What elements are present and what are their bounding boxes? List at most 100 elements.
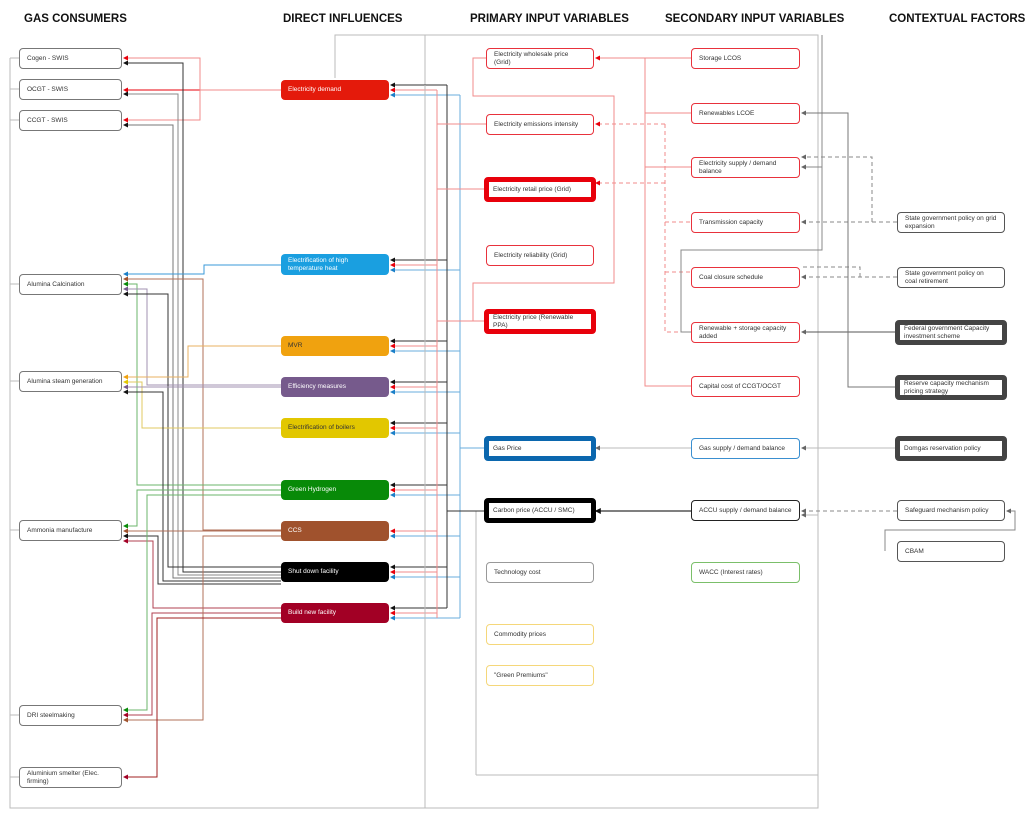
node-label: Renewable + storage capacity added — [699, 324, 787, 340]
connector-line — [123, 264, 281, 277]
primary-green-premiums[interactable]: "Green Premiums" — [486, 665, 594, 686]
consumer-aluminium-smelter[interactable]: Aluminium smelter (Elec. firming) — [19, 767, 122, 788]
node-label: Technology cost — [494, 568, 541, 576]
primary-reliability[interactable]: Electricity reliability (Grid) — [486, 245, 594, 266]
connector-line — [123, 533, 281, 585]
node-label: WACC (Interest rates) — [699, 568, 763, 576]
node-label: Gas Price — [493, 444, 522, 452]
consumer-ammonia[interactable]: Ammonia manufacture — [19, 520, 122, 541]
primary-renewable-ppa-price[interactable]: Electricity price (Renewable PPA) — [484, 309, 596, 334]
connector-line — [123, 91, 281, 576]
node-label: Commodity prices — [494, 630, 547, 638]
node-label: Ammonia manufacture — [27, 526, 93, 534]
influence-electricity-demand[interactable]: Electricity demand — [281, 80, 389, 100]
consumer-ccgt-swis[interactable]: CCGT - SWIS — [19, 110, 122, 131]
connector-line — [472, 57, 615, 322]
node-label: Coal closure schedule — [699, 273, 763, 281]
secondary-transmission-capacity[interactable]: Transmission capacity — [691, 212, 800, 233]
node-label: Green Hydrogen — [288, 486, 337, 493]
influence-green-hydrogen[interactable]: Green Hydrogen — [281, 480, 389, 500]
node-label: Electricity price (Renewable PPA) — [493, 313, 574, 329]
primary-emissions-intensity[interactable]: Electricity emissions intensity — [486, 114, 594, 135]
node-label: Aluminium smelter (Elec. firming) — [27, 769, 99, 785]
node-label: Electricity supply / demand balance — [699, 159, 777, 175]
consumer-alumina-steam[interactable]: Alumina steam generation — [19, 371, 122, 392]
connector-line — [123, 345, 281, 380]
connector-line — [123, 538, 281, 609]
connector-line — [664, 124, 691, 333]
primary-commodity-prices[interactable]: Commodity prices — [486, 624, 594, 645]
consumer-ocgt-swis[interactable]: OCGT - SWIS — [19, 79, 122, 100]
connector-line — [123, 612, 281, 718]
primary-technology-cost[interactable]: Technology cost — [486, 562, 594, 583]
connector-line — [802, 266, 861, 277]
connector-line — [123, 60, 281, 573]
primary-gas-price[interactable]: Gas Price — [484, 436, 596, 461]
consumer-alumina-calcination[interactable]: Alumina Calcination — [19, 274, 122, 295]
connector-line — [801, 448, 819, 518]
secondary-renewables-lcoe[interactable]: Renewables LCOE — [691, 103, 800, 124]
node-label: Capital cost of CCGT/OCGT — [699, 382, 781, 390]
header-primary-input-variables: PRIMARY INPUT VARIABLES — [470, 13, 629, 25]
node-label: Electricity wholesale price (Grid) — [494, 50, 569, 66]
connector-line — [123, 535, 281, 723]
node-label: CBAM — [905, 547, 924, 555]
influence-electrification-heat[interactable]: Electrification of high temperature heat — [281, 254, 389, 275]
context-coal-retirement-policy[interactable]: State government policy on coal retireme… — [897, 267, 1005, 288]
node-label: Federal government Capacity investment s… — [904, 324, 990, 340]
node-label: Transmission capacity — [699, 218, 764, 226]
primary-carbon-price[interactable]: Carbon price (ACCU / SMC) — [484, 498, 596, 523]
node-label: Alumina Calcination — [27, 280, 85, 288]
connector-line — [123, 122, 281, 579]
node-label: CCS — [288, 527, 302, 534]
header-secondary-input-variables: SECONDARY INPUT VARIABLES — [665, 13, 845, 25]
node-label: OCGT - SWIS — [27, 85, 69, 93]
node-label: CCGT - SWIS — [27, 116, 68, 124]
node-label: DRI steelmaking — [27, 711, 75, 719]
node-label: MVR — [288, 342, 303, 349]
node-label: Alumina steam generation — [27, 377, 103, 385]
node-label: Cogen - SWIS — [27, 54, 69, 62]
secondary-electricity-supply-balance[interactable]: Electricity supply / demand balance — [691, 157, 800, 178]
node-label: Safeguard mechanism policy — [905, 506, 989, 514]
influence-electrification-boilers[interactable]: Electrification of boilers — [281, 418, 389, 438]
secondary-capex-ccgt-ocgt[interactable]: Capital cost of CCGT/OCGT — [691, 376, 800, 397]
context-cbam[interactable]: CBAM — [897, 541, 1005, 562]
influence-ccs[interactable]: CCS — [281, 521, 389, 541]
context-reserve-capacity-mechanism[interactable]: Reserve capacity mechanism pricing strat… — [895, 375, 1007, 400]
influence-build-new-facility[interactable]: Build new facility — [281, 603, 389, 623]
connector-line — [123, 494, 281, 713]
context-grid-expansion-policy[interactable]: State government policy on grid expansio… — [897, 212, 1005, 233]
node-label: Electrification of boilers — [288, 424, 355, 431]
header-gas-consumers: GAS CONSUMERS — [24, 13, 127, 25]
context-capacity-investment-scheme[interactable]: Federal government Capacity investment s… — [895, 320, 1007, 345]
primary-retail-price[interactable]: Electricity retail price (Grid) — [484, 177, 596, 202]
node-label: ACCU supply / demand balance — [699, 506, 792, 514]
connector-line — [123, 617, 281, 780]
node-label: Reserve capacity mechanism pricing strat… — [904, 379, 989, 395]
primary-wholesale-price[interactable]: Electricity wholesale price (Grid) — [486, 48, 594, 69]
node-label: Domgas reservation policy — [904, 444, 981, 452]
secondary-coal-closure-schedule[interactable]: Coal closure schedule — [691, 267, 800, 288]
node-label: Gas supply / demand balance — [699, 444, 785, 452]
node-label: Renewables LCOE — [699, 109, 755, 117]
node-label: Shut down facility — [288, 568, 339, 575]
context-domgas-reservation[interactable]: Domgas reservation policy — [895, 436, 1007, 461]
consumer-cogen-swis[interactable]: Cogen - SWIS — [19, 48, 122, 69]
node-label: Build new facility — [288, 609, 337, 616]
secondary-wacc[interactable]: WACC (Interest rates) — [691, 562, 800, 583]
secondary-storage-lcos[interactable]: Storage LCOS — [691, 48, 800, 69]
connector-line — [123, 276, 281, 531]
consumer-dri-steelmaking[interactable]: DRI steelmaking — [19, 705, 122, 726]
node-label: Storage LCOS — [699, 54, 742, 62]
influence-shut-down-facility[interactable]: Shut down facility — [281, 562, 389, 582]
connector-line — [123, 291, 281, 568]
influence-mvr[interactable]: MVR — [281, 336, 389, 356]
secondary-renewable-storage-capacity[interactable]: Renewable + storage capacity added — [691, 322, 800, 343]
context-safeguard-mechanism[interactable]: Safeguard mechanism policy — [897, 500, 1005, 521]
node-label: Electricity reliability (Grid) — [494, 251, 568, 259]
influence-efficiency-measures[interactable]: Efficiency measures — [281, 377, 389, 397]
secondary-gas-supply-balance[interactable]: Gas supply / demand balance — [691, 438, 800, 459]
secondary-accu-supply-balance[interactable]: ACCU supply / demand balance — [691, 500, 800, 521]
